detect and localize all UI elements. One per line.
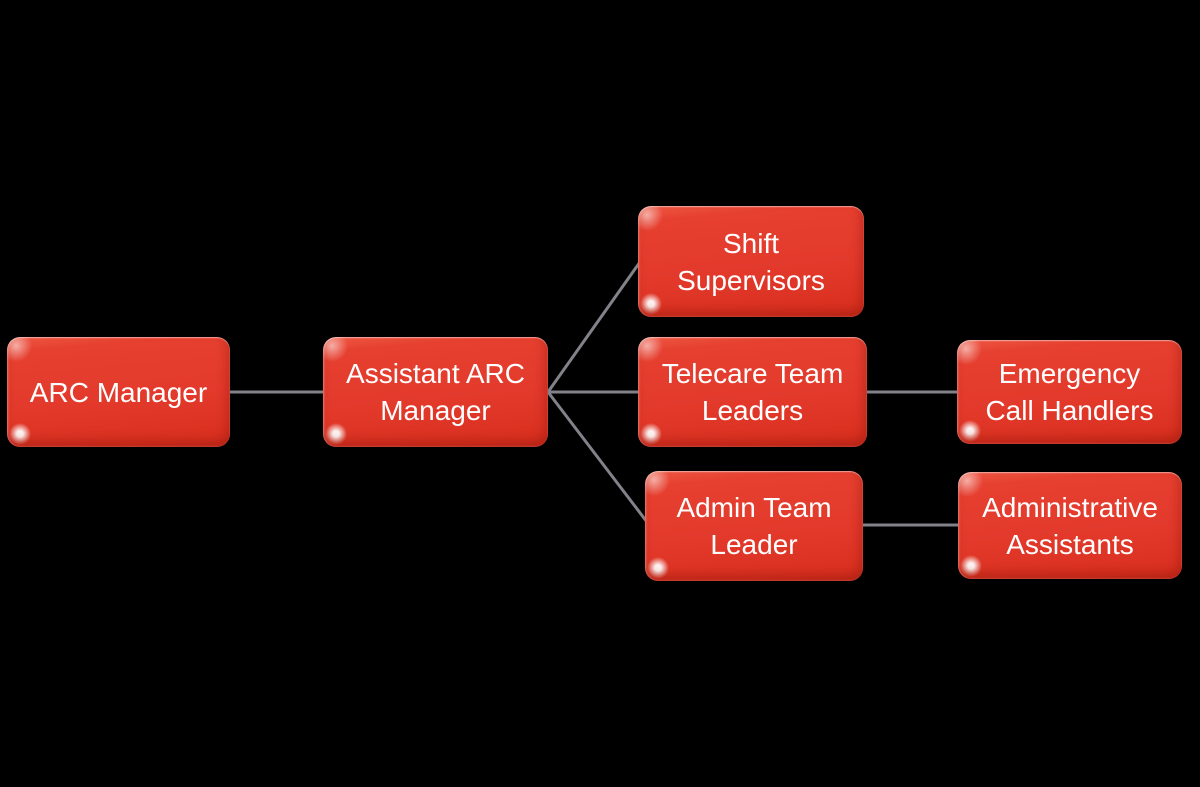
org-node-label: ARC Manager [29,376,208,408]
org-node-label: Emergency Call Handlers [985,358,1154,426]
org-node-label: Assistant ARC Manager [346,358,525,426]
connector-assistant-to-shift-supervisors [546,261,642,393]
org-node-admin-team-leader[interactable]: Admin Team Leader [645,471,863,581]
org-node-shift-supervisors[interactable]: Shift Supervisors [638,206,864,317]
org-node-label: Admin Team Leader [676,492,832,560]
org-node-arc-manager[interactable]: ARC Manager [7,337,230,447]
org-node-telecare-team-leaders[interactable]: Telecare Team Leaders [638,337,867,447]
connector-assistant-to-admin [546,391,649,523]
org-node-assistant-arc-manager[interactable]: Assistant ARC Manager [323,337,548,447]
org-node-label: Administrative Assistants [982,491,1158,560]
org-node-label: Telecare Team Leaders [661,358,844,426]
org-node-administrative-assistants[interactable]: Administrative Assistants [958,472,1182,579]
org-node-label: Shift Supervisors [677,227,825,296]
org-node-emergency-call-handlers[interactable]: Emergency Call Handlers [957,340,1182,444]
